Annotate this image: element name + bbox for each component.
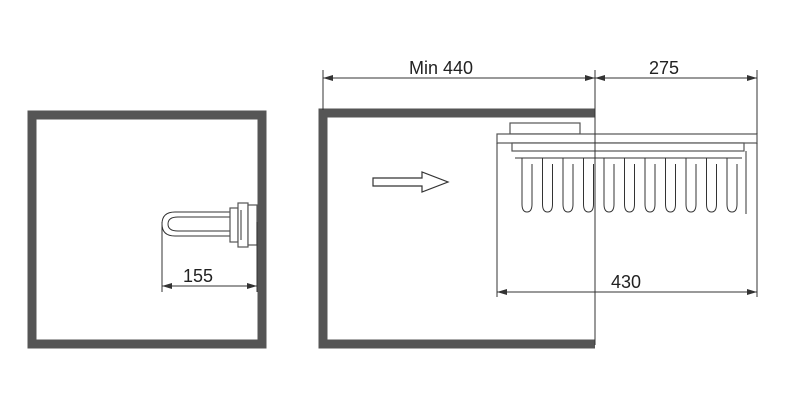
side-rack — [161, 202, 258, 248]
rack-carrier — [511, 142, 745, 152]
dim-440-arrow-left — [323, 75, 333, 81]
rack-hook — [706, 158, 717, 213]
dim-430-label: 430 — [611, 272, 641, 292]
dimension-top: Min 440 275 — [322, 58, 758, 134]
dim-440-arrow-right — [585, 75, 595, 81]
dim-430-arrow-right — [747, 289, 757, 295]
side-rack-bracket-plate — [229, 207, 239, 243]
side-rack-mount — [247, 204, 258, 246]
top-cabinet-outline — [318, 108, 595, 349]
rack-hook — [542, 158, 553, 213]
rack-hook — [685, 158, 697, 213]
rack-mounting-block — [509, 122, 581, 135]
dim-275-arrow-right — [747, 75, 757, 81]
dim-440-label: Min 440 — [409, 58, 473, 78]
rack-hook — [583, 158, 594, 213]
rack-hook — [644, 158, 656, 213]
rack-rail — [496, 133, 758, 144]
rack-hook — [726, 158, 738, 213]
top-view: Min 440 275 430 — [318, 58, 758, 349]
rack-hooks — [521, 151, 747, 214]
dimension-430: 430 — [496, 143, 758, 297]
rack-hook — [665, 158, 676, 213]
rack-hook — [562, 158, 574, 213]
dim-155-arrow-right — [247, 283, 257, 289]
dim-275-arrow-left — [595, 75, 605, 81]
rack-hook — [624, 158, 635, 213]
side-rack-bracket — [237, 202, 249, 248]
side-rack-loop-outer — [161, 211, 232, 237]
top-rack — [496, 122, 758, 214]
rack-hook — [603, 158, 615, 213]
dim-275-label: 275 — [649, 58, 679, 78]
dimension-155: 155 — [161, 222, 258, 292]
dim-430-arrow-left — [497, 289, 507, 295]
arrow-right-icon — [372, 171, 450, 193]
side-view: 155 — [27, 110, 267, 349]
side-cabinet-outline — [27, 110, 267, 349]
dim-155-arrow-left — [162, 283, 172, 289]
rack-hook — [521, 158, 533, 213]
dim-155-label: 155 — [183, 266, 213, 286]
side-rack-loop-inner — [167, 216, 232, 232]
